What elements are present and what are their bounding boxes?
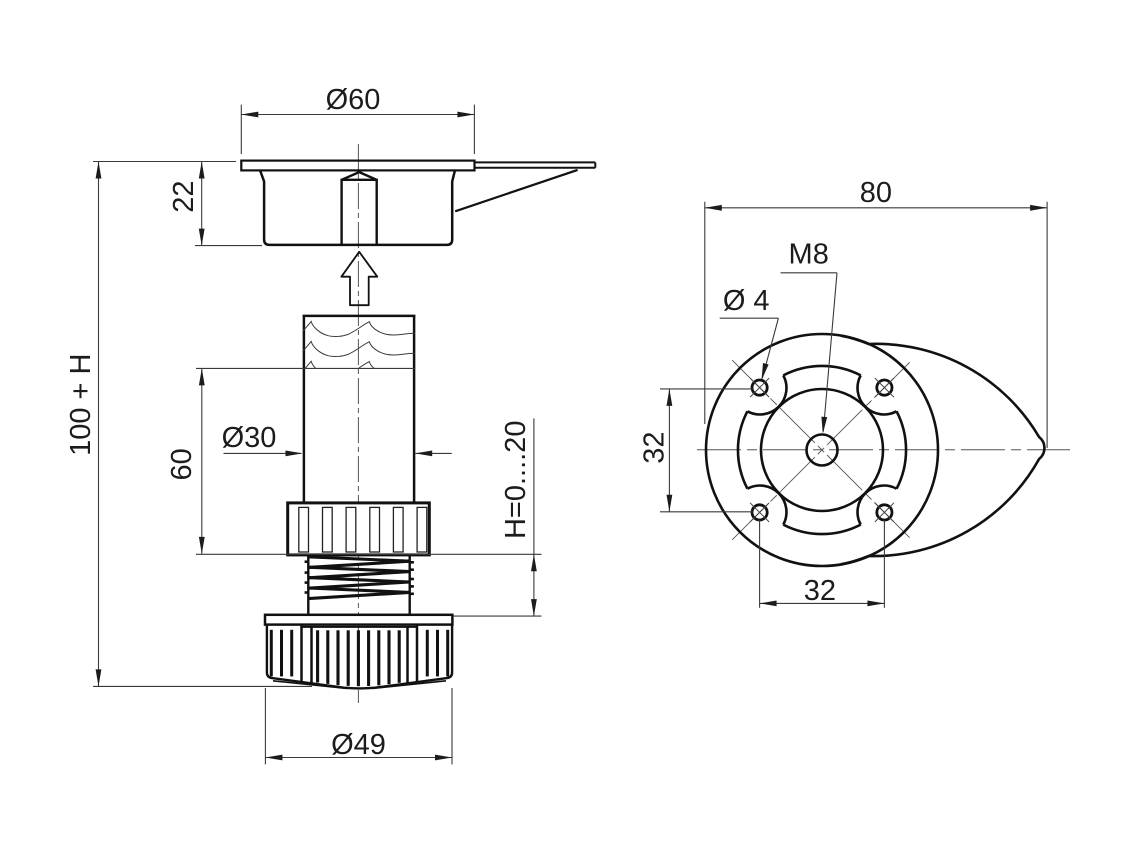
svg-text:80: 80 (860, 177, 892, 209)
svg-text:Ø30: Ø30 (222, 422, 277, 454)
svg-text:H=0....20: H=0....20 (500, 421, 532, 540)
svg-text:32: 32 (639, 431, 671, 463)
svg-text:Ø60: Ø60 (326, 84, 381, 116)
svg-text:60: 60 (166, 448, 198, 480)
svg-text:Ø 4: Ø 4 (723, 285, 770, 317)
svg-text:M8: M8 (789, 239, 829, 271)
svg-text:Ø49: Ø49 (331, 729, 386, 761)
svg-text:100 + H: 100 + H (65, 354, 97, 456)
svg-text:32: 32 (804, 575, 836, 607)
svg-text:22: 22 (168, 180, 200, 212)
